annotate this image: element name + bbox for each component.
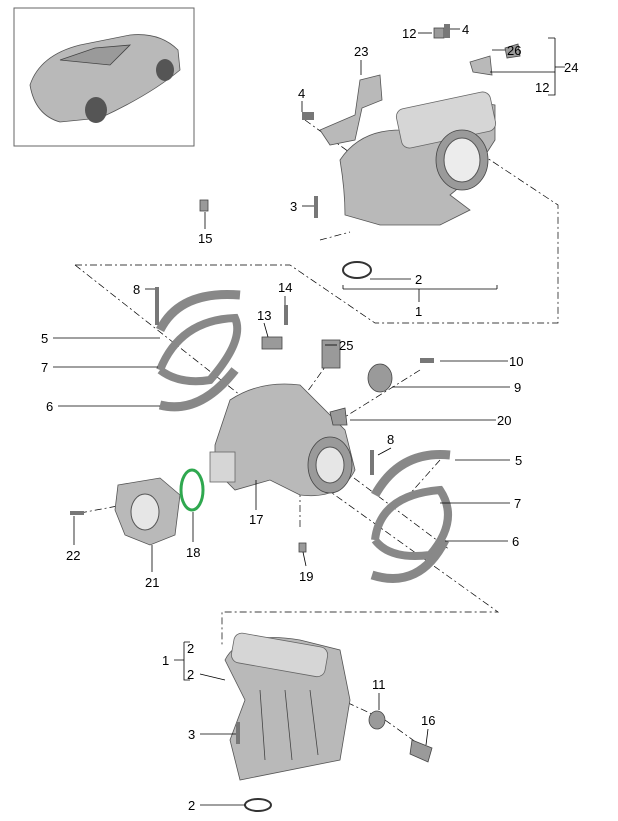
label-17: 17 xyxy=(249,512,263,527)
leader-line xyxy=(377,447,392,456)
part-shape xyxy=(230,632,329,678)
assembly-line xyxy=(75,139,559,324)
part-shape xyxy=(371,485,452,560)
leader-line xyxy=(263,322,269,338)
leader-line xyxy=(425,728,429,746)
part-13 xyxy=(261,336,283,350)
part-shape xyxy=(155,287,159,325)
label-7: 7 xyxy=(41,360,48,375)
clip-15[interactable] xyxy=(199,199,209,212)
label-25: 25 xyxy=(339,338,353,353)
label-1: 1 xyxy=(415,304,422,319)
label-9: 9 xyxy=(514,380,521,395)
label-5: 5 xyxy=(41,331,48,346)
part-shape xyxy=(469,55,493,76)
label-20: 20 xyxy=(497,413,511,428)
assembly-line xyxy=(304,359,331,396)
label-16: 16 xyxy=(421,713,435,728)
label-19: 19 xyxy=(299,569,313,584)
part-shape xyxy=(284,305,288,325)
part-shape xyxy=(370,537,450,583)
label-5: 5 xyxy=(515,453,522,468)
label-18: 18 xyxy=(186,545,200,560)
label-26: 26 xyxy=(507,43,521,58)
label-12: 12 xyxy=(402,26,416,41)
part-shape xyxy=(59,44,132,66)
label-23: 23 xyxy=(354,44,368,59)
leader-line xyxy=(302,551,307,567)
label-4: 4 xyxy=(298,86,305,101)
label-12: 12 xyxy=(535,80,549,95)
part-shape xyxy=(443,137,481,183)
gasket-2[interactable] xyxy=(342,261,372,279)
leader-line xyxy=(174,641,226,681)
clamps-left[interactable] xyxy=(155,289,242,412)
part-shape xyxy=(244,798,272,812)
label-6: 6 xyxy=(512,534,519,549)
label-11: 11 xyxy=(372,677,386,692)
part-shape xyxy=(209,451,236,483)
upper-intake-manifold[interactable] xyxy=(339,90,497,226)
part-shape xyxy=(370,450,374,475)
assembly-line xyxy=(79,499,151,514)
label-21: 21 xyxy=(145,575,159,590)
label-15: 15 xyxy=(198,231,212,246)
lower-intake-manifold[interactable] xyxy=(224,632,351,781)
part-shape xyxy=(130,493,160,531)
part-shape xyxy=(444,24,450,38)
label-2: 2 xyxy=(187,641,194,656)
part-shape xyxy=(156,59,174,81)
label-4: 4 xyxy=(462,22,469,37)
part-shape xyxy=(371,450,451,498)
label-2: 2 xyxy=(415,272,422,287)
callout-labels: 12 4 26 24 12 23 4 3 15 2 1 8 14 13 25 5… xyxy=(41,22,578,813)
label-14: 14 xyxy=(278,280,292,295)
part-shape xyxy=(259,689,319,761)
part-shape xyxy=(158,367,239,412)
part-shape xyxy=(70,511,84,515)
label-7: 7 xyxy=(514,496,521,511)
assembly-line xyxy=(319,231,351,241)
actuator-9 xyxy=(367,363,393,393)
label-8: 8 xyxy=(387,432,394,447)
leader-line xyxy=(490,37,565,96)
part-shape xyxy=(85,97,107,123)
part-shape xyxy=(156,313,242,386)
part-shape xyxy=(315,446,345,484)
valve-25 xyxy=(321,339,341,369)
resonance-flap-housing-17[interactable] xyxy=(209,383,356,497)
part-shape xyxy=(155,289,241,333)
bracket-23[interactable] xyxy=(319,74,383,146)
label-13: 13 xyxy=(257,308,271,323)
part-shape xyxy=(329,407,348,426)
bolt-3[interactable] xyxy=(314,196,318,218)
bolt-4[interactable] xyxy=(302,112,314,120)
part-shape xyxy=(298,542,307,553)
label-3: 3 xyxy=(290,199,297,214)
part-shape xyxy=(504,43,521,59)
leader-line xyxy=(342,285,498,302)
clamps-right[interactable] xyxy=(370,450,452,583)
part-shape xyxy=(368,710,386,730)
part-shape xyxy=(409,739,433,763)
part-shape xyxy=(433,27,445,39)
label-6: 6 xyxy=(46,399,53,414)
part-shape xyxy=(420,358,434,363)
label-2: 2 xyxy=(188,798,195,813)
label-3: 3 xyxy=(188,727,195,742)
assembly-line xyxy=(339,369,421,421)
label-2: 2 xyxy=(187,667,194,682)
part-shape xyxy=(29,34,181,123)
label-10: 10 xyxy=(509,354,523,369)
assembly-line xyxy=(221,469,500,645)
label-8: 8 xyxy=(133,282,140,297)
label-22: 22 xyxy=(66,548,80,563)
seal-18[interactable] xyxy=(179,468,205,512)
part-shape xyxy=(236,722,240,744)
label-24: 24 xyxy=(564,60,578,75)
label-1: 1 xyxy=(162,653,169,668)
car-thumbnail[interactable] xyxy=(13,7,195,147)
